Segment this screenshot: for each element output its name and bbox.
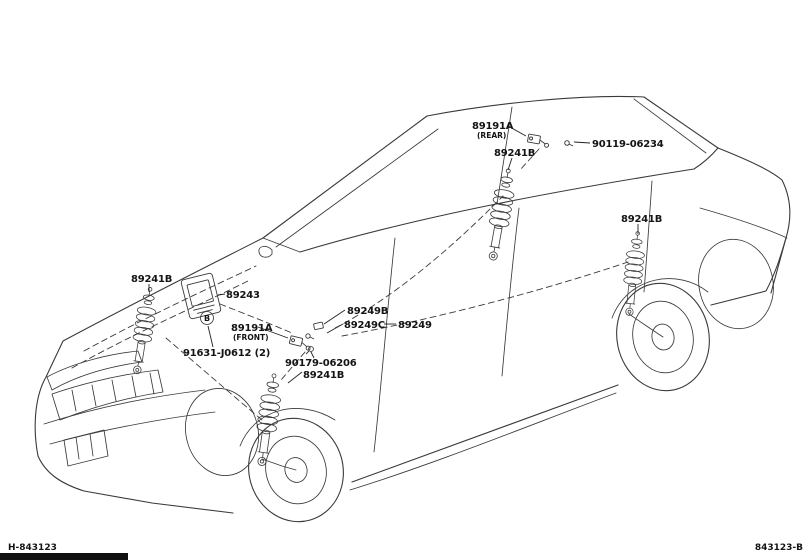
car-body-outline — [34, 95, 791, 514]
headlight — [46, 350, 143, 391]
front-right-wheel — [185, 388, 259, 476]
label-89191a-rear: 89191A — [472, 121, 514, 132]
bolt-90119 — [564, 140, 574, 147]
suspension-control-ecu — [180, 272, 222, 320]
label-89191a-rear-sub: (REAR) — [477, 131, 506, 140]
label-89241b-right: 89241B — [621, 214, 662, 225]
label-89241b-front-left: 89241B — [131, 274, 172, 285]
rear-left-wheel — [616, 282, 710, 392]
circled-b-marker: B — [200, 311, 214, 325]
footer-code-right: 843123-B — [755, 543, 803, 553]
shock-absorber-front-lower — [251, 372, 297, 471]
label-89243: 89243 — [226, 290, 260, 301]
license-plate — [63, 429, 109, 467]
front-left-wheel — [248, 417, 344, 523]
label-90179-06206: 90179-06206 — [285, 358, 357, 369]
label-89249b: 89249B — [347, 306, 388, 317]
label-89191a-front-sub: (FRONT) — [233, 333, 269, 342]
dashed-leader-lines — [165, 148, 629, 421]
label-89249: 89249 — [398, 320, 432, 331]
grille — [51, 369, 164, 421]
side-mirror — [258, 245, 273, 258]
label-89241b-front-lower: 89241B — [303, 370, 344, 381]
label-89191a-front: 89191A — [231, 323, 273, 334]
leader-lines — [148, 125, 639, 384]
part-labels: 89191A (REAR) 90119-06234 89241B 89241B … — [131, 121, 664, 381]
footer-code-left: H-843123 — [8, 543, 57, 553]
bolt-90179 — [305, 346, 314, 355]
bottom-edge-bar — [0, 553, 128, 560]
shock-absorber-rear-right — [619, 230, 664, 338]
height-sensor-front — [288, 335, 311, 351]
height-sensor-rear — [527, 133, 550, 148]
rear-right-wheel — [698, 238, 774, 330]
label-89249c: 89249C — [344, 320, 385, 331]
part-89249-cluster — [305, 321, 324, 340]
circled-b-letter: B — [204, 314, 210, 323]
label-90119-06234: 90119-06234 — [592, 139, 664, 150]
label-89241b-rear: 89241B — [494, 148, 535, 159]
label-91631-j0612: 91631-J0612 (2) — [183, 348, 270, 359]
